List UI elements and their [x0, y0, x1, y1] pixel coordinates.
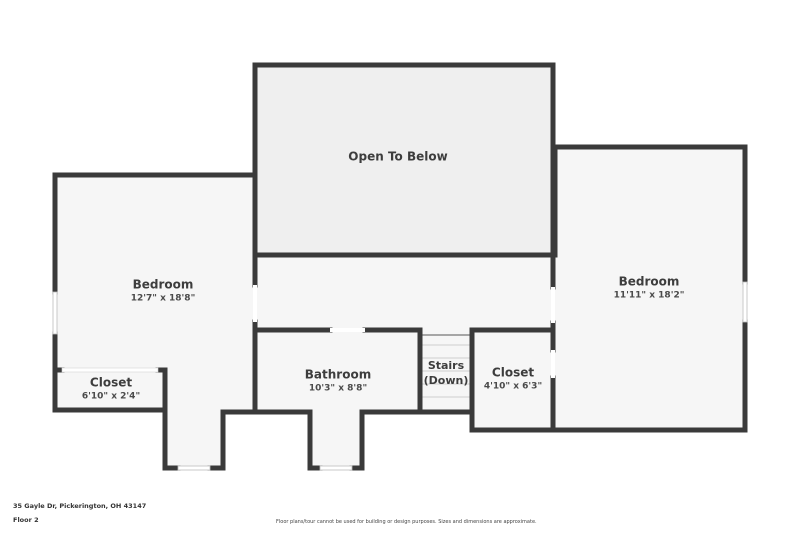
stairs-label-line2: (Down) — [423, 374, 469, 387]
door-openings — [61, 285, 555, 378]
stairs-label-line1: Stairs — [427, 359, 465, 372]
right-closet-floor — [472, 330, 555, 430]
right-bedroom-floor — [555, 147, 745, 430]
hallway-floor — [255, 255, 553, 330]
room-name: Closet — [491, 365, 535, 380]
window-icon — [177, 465, 211, 471]
room-label-left-closet: Closet 6'10" x 2'4" — [82, 376, 140, 403]
floor-fills — [55, 65, 745, 468]
room-dimensions: 11'11" x 18'2" — [613, 290, 685, 301]
address-text: 35 Gayle Dr, Pickerington, OH 43147 — [13, 502, 147, 510]
window-icon — [52, 291, 58, 335]
stair-treads — [421, 334, 470, 398]
room-label-stairs: Stairs (Down) — [424, 358, 469, 388]
room-label-left-bedroom: Bedroom 12'7" x 18'8" — [131, 278, 196, 305]
floor-label: Floor 2 — [13, 516, 39, 524]
window-icon — [319, 465, 353, 471]
room-label-open-to-below: Open To Below — [348, 150, 447, 165]
room-name: Closet — [89, 375, 133, 390]
room-dimensions: 10'3" x 8'8" — [308, 383, 368, 394]
windows — [52, 281, 748, 471]
open-to-below-area — [255, 65, 553, 255]
walls — [52, 62, 748, 471]
disclaimer-text: Floor plans/tour cannot be used for buil… — [276, 519, 537, 525]
bathroom-floor — [255, 330, 420, 412]
window-icon — [742, 281, 748, 323]
room-name: Bedroom — [618, 274, 680, 289]
room-label-bathroom: Bathroom 10'3" x 8'8" — [305, 368, 371, 395]
room-label-right-closet: Closet 4'10" x 6'3" — [484, 366, 542, 393]
room-label-right-bedroom: Bedroom 11'11" x 18'2" — [614, 275, 685, 302]
room-dimensions: 12'7" x 18'8" — [130, 293, 196, 304]
room-name: Bathroom — [304, 367, 372, 382]
room-name: Open To Below — [348, 149, 448, 164]
room-name: Bedroom — [132, 277, 194, 292]
room-dimensions: 4'10" x 6'3" — [483, 381, 543, 392]
room-dimensions: 6'10" x 2'4" — [81, 391, 141, 402]
